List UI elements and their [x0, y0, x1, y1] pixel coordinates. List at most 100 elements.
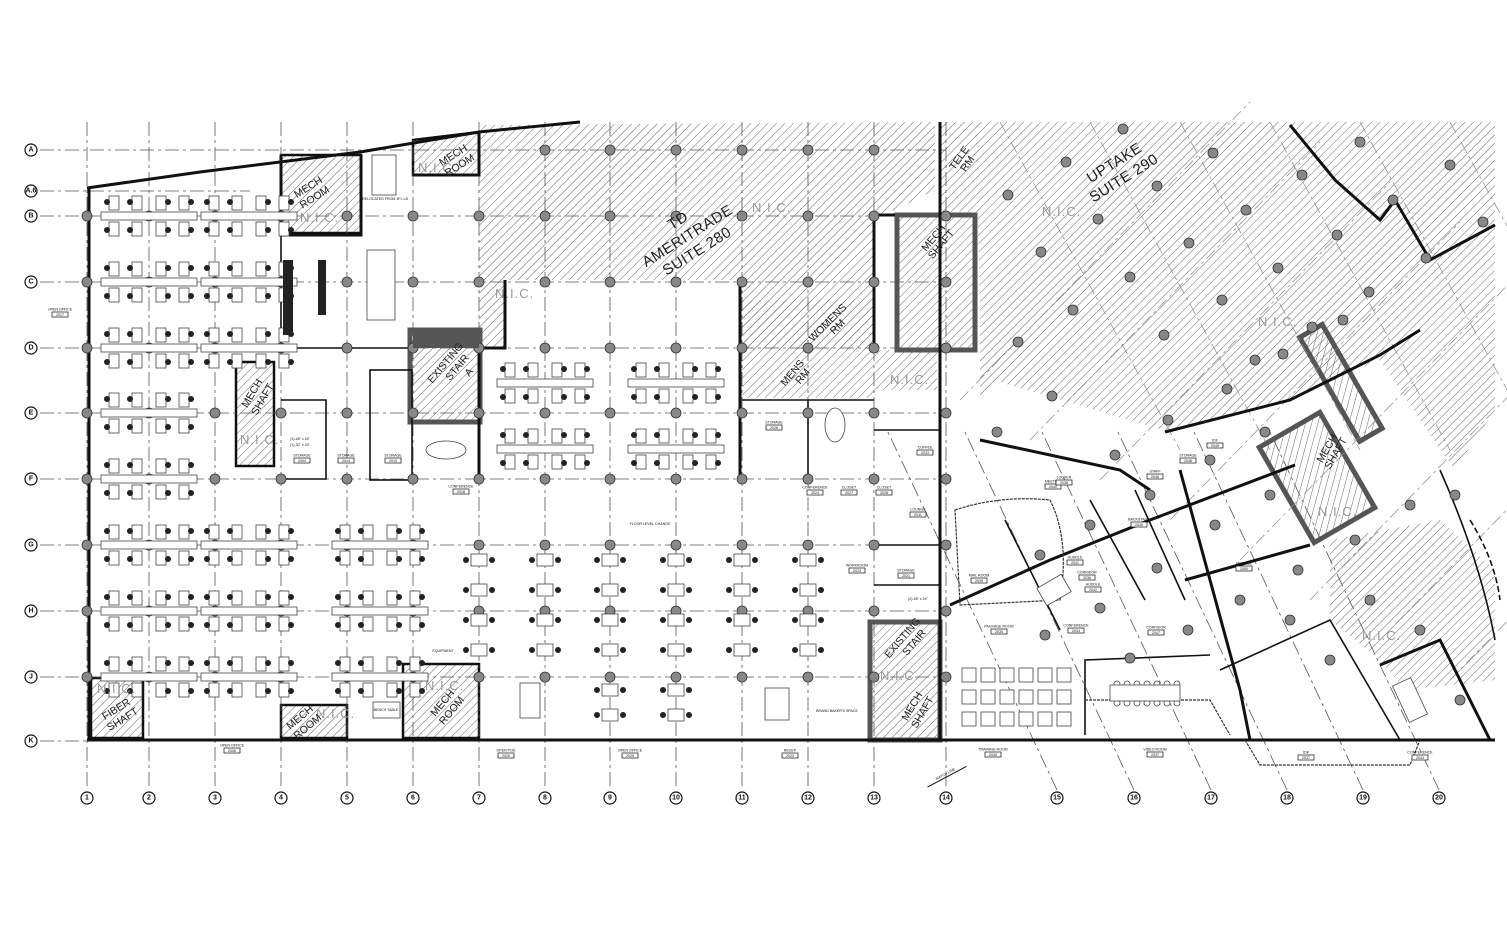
bench-desk	[660, 708, 692, 722]
column	[736, 210, 748, 222]
column	[736, 342, 748, 354]
column	[604, 473, 616, 485]
training-desk	[999, 711, 1015, 727]
training-desk	[999, 689, 1015, 705]
column	[802, 276, 814, 288]
column	[1354, 136, 1366, 148]
svg-text:OPEN OFFICE: OPEN OFFICE	[618, 749, 643, 753]
workstation-cluster	[200, 524, 298, 566]
workstation-cluster	[200, 590, 298, 632]
nic-label: N.I.C.	[1362, 628, 1401, 643]
column	[868, 342, 880, 354]
column	[275, 473, 287, 485]
column	[1454, 694, 1466, 706]
svg-text:LOCKER: LOCKER	[1057, 476, 1072, 480]
svg-text:2035: 2035	[995, 630, 1003, 634]
column	[1306, 321, 1318, 333]
column	[1034, 549, 1046, 561]
bench-desk	[660, 583, 692, 597]
column	[670, 473, 682, 485]
column	[1337, 314, 1349, 326]
column	[81, 210, 93, 222]
svg-text:10: 10	[672, 795, 680, 802]
column	[81, 407, 93, 419]
column	[1234, 594, 1246, 606]
grid-bubble-E: E	[24, 406, 38, 420]
svg-text:BACKSTAGE: BACKSTAGE	[1128, 518, 1150, 522]
svg-text:2023: 2023	[786, 754, 794, 758]
grid-bubble-H: H	[24, 604, 38, 618]
column	[1124, 652, 1136, 664]
svg-text:H: H	[28, 608, 33, 615]
grid-bubble-2: 2	[142, 791, 156, 805]
column	[407, 276, 419, 288]
column	[1216, 294, 1228, 306]
bench-desk	[594, 708, 626, 722]
column	[670, 539, 682, 551]
training-desk	[1056, 689, 1072, 705]
column	[991, 426, 1003, 438]
column	[940, 671, 952, 683]
column	[940, 407, 952, 419]
svg-text:2048: 2048	[1184, 459, 1192, 463]
column	[604, 276, 616, 288]
column	[1012, 336, 1024, 348]
column	[1449, 489, 1461, 501]
svg-text:2050: 2050	[1240, 567, 1248, 571]
svg-text:2024: 2024	[811, 491, 819, 495]
column	[670, 342, 682, 354]
grid-bubble-9: 9	[603, 791, 617, 805]
svg-text:2042: 2042	[1089, 588, 1097, 592]
training-desk	[1018, 689, 1034, 705]
grid-line-15	[886, 429, 1058, 791]
svg-text:CONFERENCE: CONFERENCE	[448, 485, 474, 489]
nic-label: N.I.C.	[495, 286, 534, 301]
bench-desk	[792, 613, 824, 627]
bench-desk	[594, 553, 626, 567]
training-desk	[980, 711, 996, 727]
training-desk	[961, 689, 977, 705]
bench-desk	[726, 583, 758, 597]
svg-text:B: B	[28, 213, 33, 220]
svg-text:STORAGE: STORAGE	[1179, 454, 1197, 458]
column	[1084, 519, 1096, 531]
workstation-cluster	[200, 195, 298, 237]
svg-text:5: 5	[345, 795, 349, 802]
nic-label: N.I.C.	[425, 678, 464, 693]
training-desk	[1037, 689, 1053, 705]
column	[868, 605, 880, 617]
column	[539, 342, 551, 354]
svg-text:6: 6	[411, 795, 415, 802]
svg-text:2025: 2025	[626, 754, 634, 758]
workstation-cluster	[100, 261, 198, 303]
workstations	[100, 195, 1181, 727]
column	[1264, 489, 1276, 501]
column	[1363, 286, 1375, 298]
bench-desk	[792, 583, 824, 597]
svg-text:2049: 2049	[1211, 444, 1219, 448]
column	[1144, 489, 1156, 501]
column	[802, 407, 814, 419]
column	[1035, 246, 1047, 258]
svg-text:OPEN POD: OPEN POD	[497, 749, 516, 753]
grid-bubble-C: C	[24, 275, 38, 289]
nic-label: N.I.C.	[1258, 314, 1297, 329]
column	[1039, 629, 1051, 641]
column	[1207, 147, 1219, 159]
bench-desk	[660, 613, 692, 627]
training-desk	[1037, 667, 1053, 683]
label-bench-table: BENCH TABLE	[374, 708, 399, 712]
workstation-cluster	[100, 327, 198, 369]
grid-bubble-B: B	[24, 209, 38, 223]
column	[736, 144, 748, 156]
